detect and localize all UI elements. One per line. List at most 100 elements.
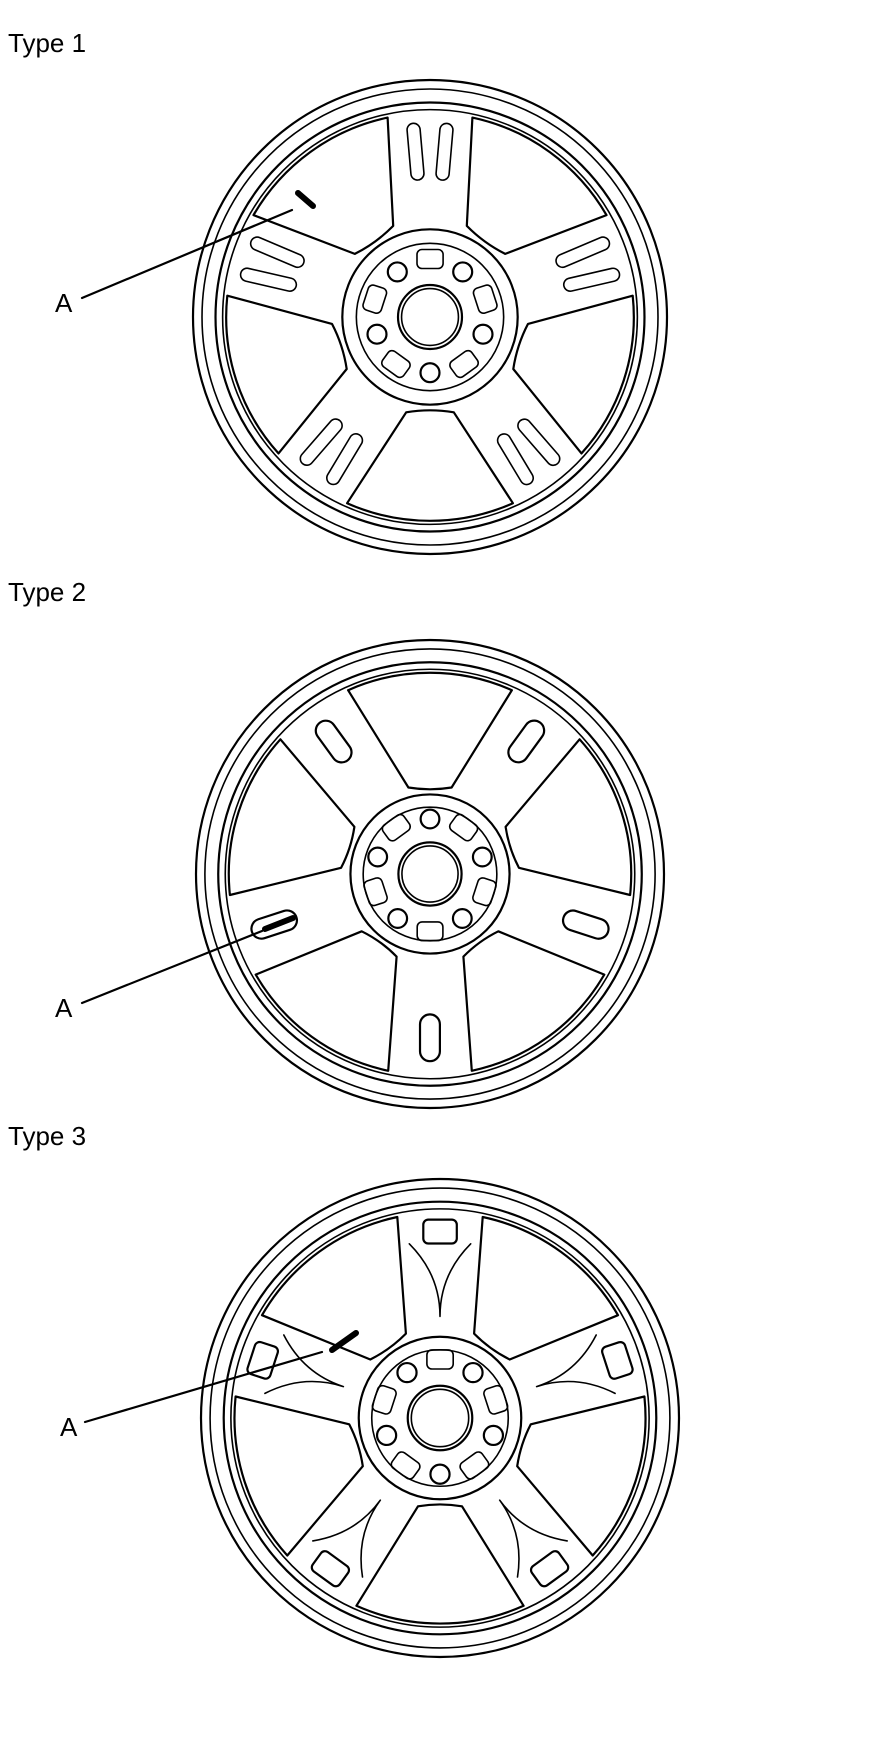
spoke-groove: [312, 1499, 382, 1578]
center-bore-lip: [400, 287, 460, 347]
lug-hole: [396, 1361, 418, 1384]
type2-title: Type 2: [8, 577, 86, 607]
spoke-window: [512, 294, 635, 455]
lug-hole: [367, 846, 389, 868]
hub-pocket: [483, 1384, 509, 1415]
hub-pocket: [416, 248, 444, 270]
hub-pocket: [472, 284, 498, 314]
callout-label-type2: A: [55, 993, 73, 1023]
spoke-window: [254, 930, 398, 1072]
spoke-groove: [535, 1334, 616, 1395]
spoke-slot: [562, 267, 621, 292]
diagram-type3: Type 3 A: [8, 1121, 681, 1659]
spoke-slot: [239, 267, 298, 292]
hub-pocket: [390, 1451, 421, 1480]
spoke-groove: [408, 1243, 472, 1318]
center-bore-lip: [410, 1388, 470, 1448]
rim-inner-ring: [217, 661, 643, 1087]
spoke-window: [260, 1215, 407, 1361]
spoke-window: [516, 1395, 647, 1557]
hub-pocket: [381, 813, 411, 842]
lug-hole: [482, 1424, 505, 1447]
spoke-window: [355, 1503, 525, 1625]
hub-pocket: [416, 921, 444, 942]
spoke-slot: [507, 719, 546, 764]
wheel-type1: [191, 78, 669, 556]
spoke-groove: [264, 1334, 345, 1395]
spoke-pocket: [601, 1341, 634, 1380]
type3-title: Type 3: [8, 1121, 86, 1151]
callout-label-type1: A: [55, 288, 73, 318]
hub-outer-ring: [357, 1335, 523, 1501]
marking-type2: [262, 915, 296, 932]
marking-type3: [329, 1330, 359, 1353]
rim-flange-ring: [221, 108, 639, 526]
lug-hole: [419, 362, 441, 384]
type1-title: Type 1: [8, 28, 86, 58]
spoke-window: [252, 116, 395, 255]
lug-hole: [472, 323, 494, 345]
rim-lip-ring: [201, 88, 659, 546]
spoke-window: [462, 930, 606, 1072]
spoke-pocket: [310, 1550, 351, 1588]
rim-lip-ring: [209, 1187, 671, 1649]
callout-label-type3: A: [60, 1412, 78, 1442]
wheel-type3: [199, 1177, 681, 1659]
spoke-window: [473, 1215, 620, 1361]
lug-hole: [375, 1424, 398, 1447]
rim-outer-ring: [191, 78, 669, 556]
spoke-slot: [517, 418, 561, 467]
spoke-window: [346, 409, 514, 522]
hub-pocket: [459, 1451, 490, 1480]
callout-leader-type1: [80, 208, 294, 300]
hub-pocket: [371, 1384, 397, 1415]
diagram-type1: Type 1 A: [8, 28, 669, 556]
hub-pocket: [380, 349, 411, 379]
spoke-slot: [555, 236, 611, 269]
spoke-slot: [250, 909, 299, 940]
lug-hole: [386, 261, 408, 283]
wheel-type2: [194, 638, 666, 1110]
spoke-slot: [249, 236, 305, 269]
rim-outer-ring: [194, 638, 666, 1110]
diagram-type2: Type 2 A: [8, 577, 666, 1110]
rim-lip-ring: [204, 648, 656, 1100]
hub-pocket: [363, 877, 388, 907]
marking-type1: [295, 190, 316, 209]
spoke-slot: [299, 418, 343, 467]
lug-hole: [462, 1361, 484, 1384]
center-bore: [406, 1384, 474, 1452]
center-bore: [396, 283, 464, 351]
callout-leader-type2: [80, 929, 264, 1005]
spoke-slot: [406, 122, 425, 181]
spoke-slot: [418, 1013, 442, 1063]
rim-flange-ring: [230, 1208, 650, 1628]
spoke-slot: [314, 719, 353, 764]
spoke-pocket: [422, 1218, 458, 1245]
spoke-pocket: [529, 1550, 570, 1588]
spoke-slot: [496, 433, 535, 486]
hub-pocket: [472, 877, 497, 907]
hub-pocket: [448, 813, 479, 842]
spoke-slot: [561, 909, 610, 940]
rim-inner-ring: [214, 101, 646, 533]
lug-hole: [419, 808, 441, 830]
lug-hole: [471, 846, 493, 868]
hub-inner-ring: [355, 242, 505, 392]
lug-hole: [387, 908, 409, 929]
center-bore-lip: [401, 845, 459, 903]
spoke-window: [504, 738, 633, 897]
hub-pocket: [449, 349, 480, 379]
hub-pocket: [426, 1349, 454, 1370]
spoke-groove: [498, 1499, 568, 1578]
hub-outer-ring: [341, 228, 519, 406]
spoke-window: [227, 738, 356, 897]
spoke-window: [233, 1395, 364, 1557]
lug-hole: [451, 908, 473, 929]
spoke-window: [465, 116, 608, 255]
center-bore: [397, 841, 463, 907]
hub-outer-ring: [349, 793, 511, 955]
spoke-pocket: [246, 1340, 280, 1380]
spoke-window: [225, 294, 348, 455]
